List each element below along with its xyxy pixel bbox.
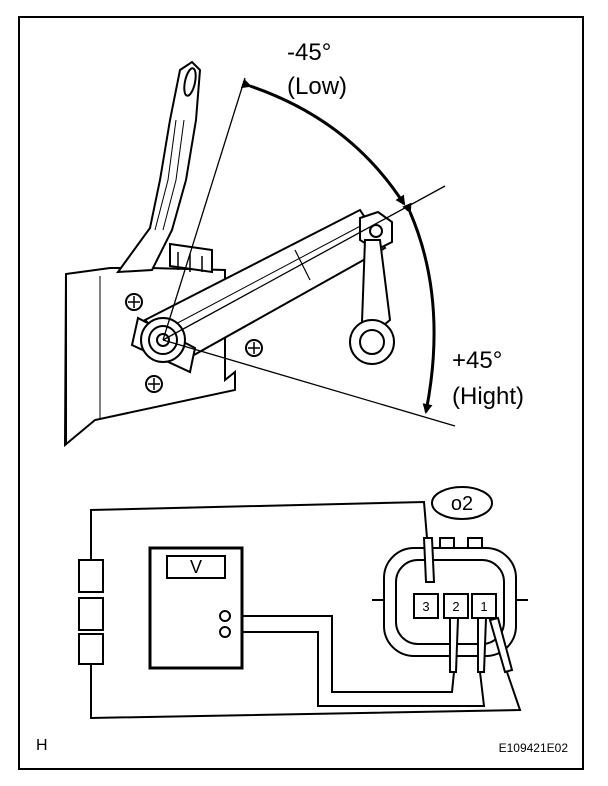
bracket-tab xyxy=(169,242,213,274)
lower-link-rod xyxy=(349,239,395,365)
upper-arm xyxy=(115,60,202,274)
pin-1-label: 1 xyxy=(480,599,487,614)
diagram-frame xyxy=(18,16,584,770)
test-wires xyxy=(90,500,522,720)
low-angle-label: (Low) xyxy=(287,73,347,100)
connector-id: o2 xyxy=(451,493,473,515)
resistor-chain xyxy=(78,559,104,665)
voltmeter-display: V xyxy=(190,557,202,577)
pin-2-label: 2 xyxy=(452,599,459,614)
voltmeter-terminal xyxy=(219,626,231,638)
mount-bolts xyxy=(125,293,263,393)
corner-letter: H xyxy=(36,737,48,754)
low-angle-value: -45° xyxy=(287,39,331,66)
pin-3-label: 3 xyxy=(422,599,429,614)
voltmeter: V xyxy=(148,546,244,670)
test-probes xyxy=(422,537,514,674)
connector-callout: o2 xyxy=(431,486,493,520)
voltmeter-terminal xyxy=(219,610,231,622)
figure-code: E109421E02 xyxy=(499,741,569,755)
high-angle-label: (Hight) xyxy=(452,383,524,410)
high-angle-value: +45° xyxy=(452,347,502,374)
rotation-arrows xyxy=(240,78,436,414)
